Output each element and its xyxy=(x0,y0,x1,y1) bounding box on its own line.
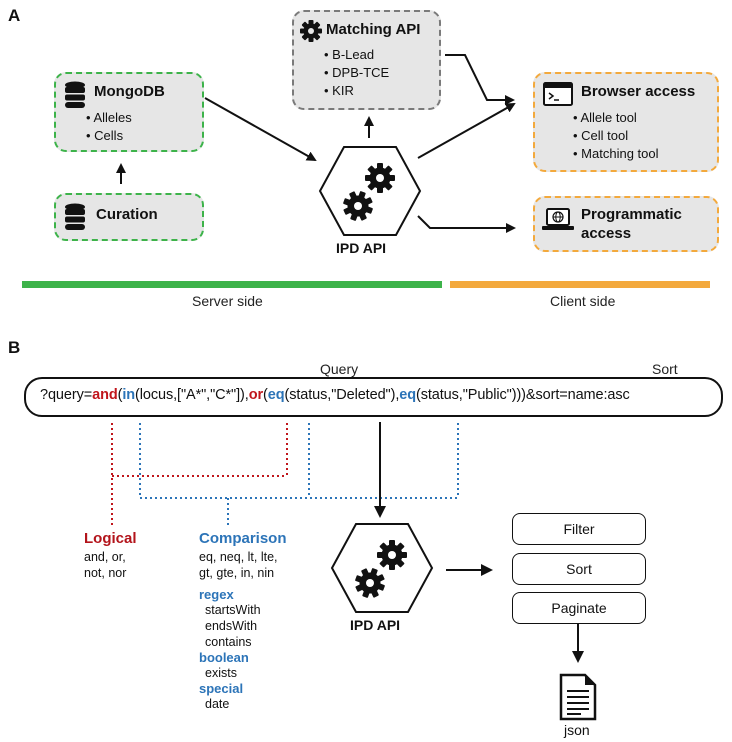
query-op-and: and xyxy=(92,387,118,403)
comparison-title: Comparison xyxy=(199,530,287,547)
client-side-bar xyxy=(450,281,710,288)
query-string: ?query=and(in(locus,["A*","C*"]),or(eq(s… xyxy=(40,387,630,403)
query-text: (status,"Deleted"), xyxy=(284,387,400,403)
query-op-or: or xyxy=(248,387,263,403)
logical-operators: Logical and, or, not, nor xyxy=(84,530,137,581)
regex-title: regex xyxy=(199,587,234,602)
panel-a-letter: A xyxy=(8,6,21,25)
database-icon xyxy=(65,203,85,230)
terminal-window-icon xyxy=(543,82,573,106)
query-string-box: ?query=and(in(locus,["A*","C*"]),or(eq(s… xyxy=(24,377,723,417)
gear-icon xyxy=(300,20,322,42)
json-label: json xyxy=(564,722,590,738)
special-list: date xyxy=(199,696,287,712)
query-text: (locus,["A*","C*"]), xyxy=(135,387,249,403)
ipd-api-hexagon xyxy=(318,146,422,236)
browser-access-box: Browser access • Allele tool • Cell tool… xyxy=(533,72,719,172)
server-side-bar xyxy=(22,281,442,288)
list-item: • DPB-TCE xyxy=(324,65,390,80)
curation-title: Curation xyxy=(96,206,158,223)
mongodb-box: MongoDB • Alleles • Cells xyxy=(54,72,204,152)
gear-icon xyxy=(377,540,407,570)
matching-api-title: Matching API xyxy=(326,21,421,38)
special-title: special xyxy=(199,681,244,696)
list-item: endsWith xyxy=(205,619,258,633)
query-text: (status,"Public")))&sort=name:asc xyxy=(415,387,630,403)
server-side-label: Server side xyxy=(192,293,263,309)
gear-icon xyxy=(355,568,385,598)
regex-list: startsWith endsWith contains xyxy=(199,602,287,650)
paginate-step: Paginate xyxy=(512,592,646,624)
sort-step: Sort xyxy=(512,553,646,585)
query-text: ( xyxy=(263,387,268,403)
list-item: date xyxy=(205,697,230,711)
client-side-label: Client side xyxy=(550,293,616,309)
programmatic-access-title: Programmatic access xyxy=(581,206,682,242)
ipd-api-label: IPD API xyxy=(350,617,401,633)
gear-icon xyxy=(365,163,395,193)
matching-api-box: Matching API • B-Lead • DPB-TCE • KIR xyxy=(292,10,441,110)
query-bracket-label: Query xyxy=(320,361,359,377)
boolean-title: boolean xyxy=(199,650,249,665)
query-op-eq: eq xyxy=(267,387,285,403)
boolean-list: exists xyxy=(199,665,287,681)
browser-access-list: • Allele tool • Cell tool • Matching too… xyxy=(573,109,659,163)
list-item: • Allele tool xyxy=(573,110,637,125)
ipd-api-hexagon xyxy=(330,523,434,613)
list-item: • B-Lead xyxy=(324,47,375,62)
comparison-dotted-lines xyxy=(139,423,459,528)
filter-step: Filter xyxy=(512,513,646,545)
list-item: startsWith xyxy=(205,603,261,617)
sort-bracket-label: Sort xyxy=(652,361,678,377)
matching-api-list: • B-Lead • DPB-TCE • KIR xyxy=(324,46,389,100)
ipd-api-label: IPD API xyxy=(336,240,387,256)
panel-a-connectors xyxy=(116,54,516,233)
panel-b-letter: B xyxy=(8,338,21,357)
mongodb-list: • Alleles • Cells xyxy=(86,109,132,145)
list-item: eq, neq, lt, lte, xyxy=(199,550,278,564)
query-op-in: in xyxy=(122,387,136,403)
browser-access-title: Browser access xyxy=(581,83,696,100)
list-item: gt, gte, in, nin xyxy=(199,566,275,580)
programmatic-access-box: Programmatic access xyxy=(533,196,719,252)
mongodb-title: MongoDB xyxy=(94,83,165,100)
list-item: • Alleles xyxy=(86,110,132,125)
curation-box: Curation xyxy=(54,193,204,241)
logical-list: and, or, not, nor xyxy=(84,549,137,581)
list-item: • Matching tool xyxy=(573,146,659,161)
list-item: • KIR xyxy=(324,83,354,98)
list-item: • Cells xyxy=(86,128,124,143)
laptop-globe-icon xyxy=(542,208,574,230)
list-item: contains xyxy=(205,635,252,649)
list-item: not, nor xyxy=(84,566,127,580)
logical-title: Logical xyxy=(84,530,137,547)
query-text: ( xyxy=(117,387,123,403)
list-item: exists xyxy=(205,666,237,680)
logical-dotted-lines xyxy=(111,423,288,528)
query-prefix: ?query= xyxy=(40,387,93,403)
query-op-eq: eq xyxy=(399,387,416,403)
comparison-list: eq, neq, lt, lte, gt, gte, in, nin xyxy=(199,549,287,581)
document-icon xyxy=(559,673,597,721)
comparison-operators: Comparison eq, neq, lt, lte, gt, gte, in… xyxy=(199,530,287,712)
database-icon xyxy=(65,81,85,108)
list-item: and, or, xyxy=(84,550,126,564)
gear-icon xyxy=(343,191,373,221)
list-item: • Cell tool xyxy=(573,128,629,143)
